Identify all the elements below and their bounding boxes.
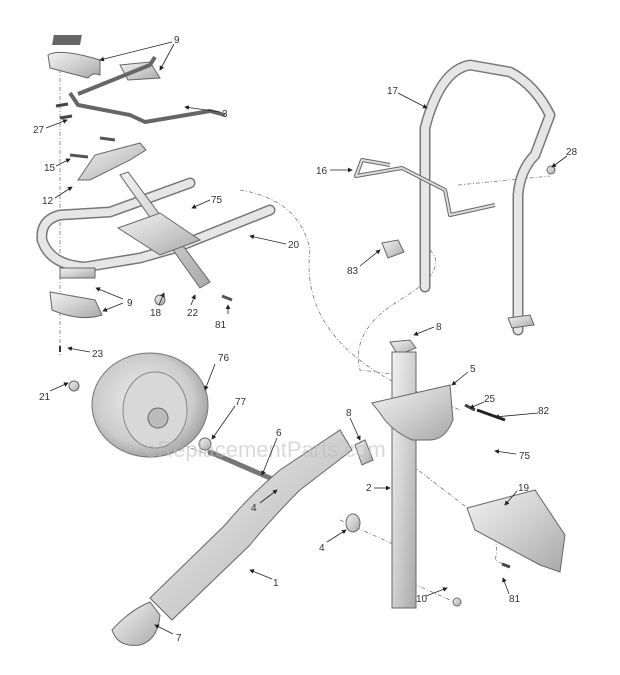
callout-10: 10 [416, 594, 428, 605]
callout-12: 12 [42, 196, 54, 207]
callout-15: 15 [44, 163, 56, 174]
callout-83: 83 [347, 266, 359, 277]
callout-8: 8 [436, 322, 442, 333]
callout-5: 5 [470, 364, 476, 375]
callout-22: 22 [187, 308, 199, 319]
callout-16: 16 [316, 166, 328, 177]
grip-pad [52, 35, 82, 45]
callout-81: 81 [215, 320, 227, 331]
callout-27: 27 [33, 125, 45, 136]
callout-23: 23 [92, 349, 104, 360]
callout-1: 1 [273, 578, 279, 589]
callout-81: 81 [509, 594, 521, 605]
lower-cover-parts [49, 267, 103, 352]
post-2-assembly [354, 339, 566, 609]
callout-3: 3 [222, 109, 228, 120]
callout-76: 76 [218, 353, 230, 364]
handle-17 [354, 59, 556, 336]
callout-18: 18 [150, 308, 162, 319]
callout-labels: 9 3 27 15 12 75 20 9 18 22 81 23 76 21 7… [33, 35, 578, 644]
callout-19: 19 [518, 483, 530, 494]
callout-2: 2 [366, 483, 372, 494]
callout-7: 7 [176, 633, 182, 644]
springs [55, 102, 73, 120]
callout-20: 20 [288, 240, 300, 251]
callout-75: 75 [519, 451, 531, 462]
callout-75: 75 [211, 195, 223, 206]
callout-arrows [45, 41, 568, 635]
callout-21: 21 [39, 392, 51, 403]
frame-20 [36, 171, 276, 306]
bracket-parts [69, 136, 147, 181]
callout-82: 82 [538, 406, 550, 417]
callout-4: 4 [319, 543, 325, 554]
callout-28: 28 [566, 147, 578, 158]
knob-8-top [389, 339, 417, 356]
handle-grip-parts [47, 35, 226, 124]
callout-9: 9 [174, 35, 180, 46]
callout-4: 4 [251, 503, 257, 514]
handle-cover [47, 51, 101, 79]
callout-25: 25 [484, 394, 496, 405]
callout-8: 8 [346, 408, 352, 419]
callout-77: 77 [235, 397, 247, 408]
wheel-76 [68, 352, 212, 458]
watermark: eReplacementParts.com [145, 437, 386, 462]
callout-9: 9 [127, 298, 133, 309]
leg-tube-1 [111, 429, 353, 646]
callout-6: 6 [276, 428, 282, 439]
callout-17: 17 [387, 86, 399, 97]
